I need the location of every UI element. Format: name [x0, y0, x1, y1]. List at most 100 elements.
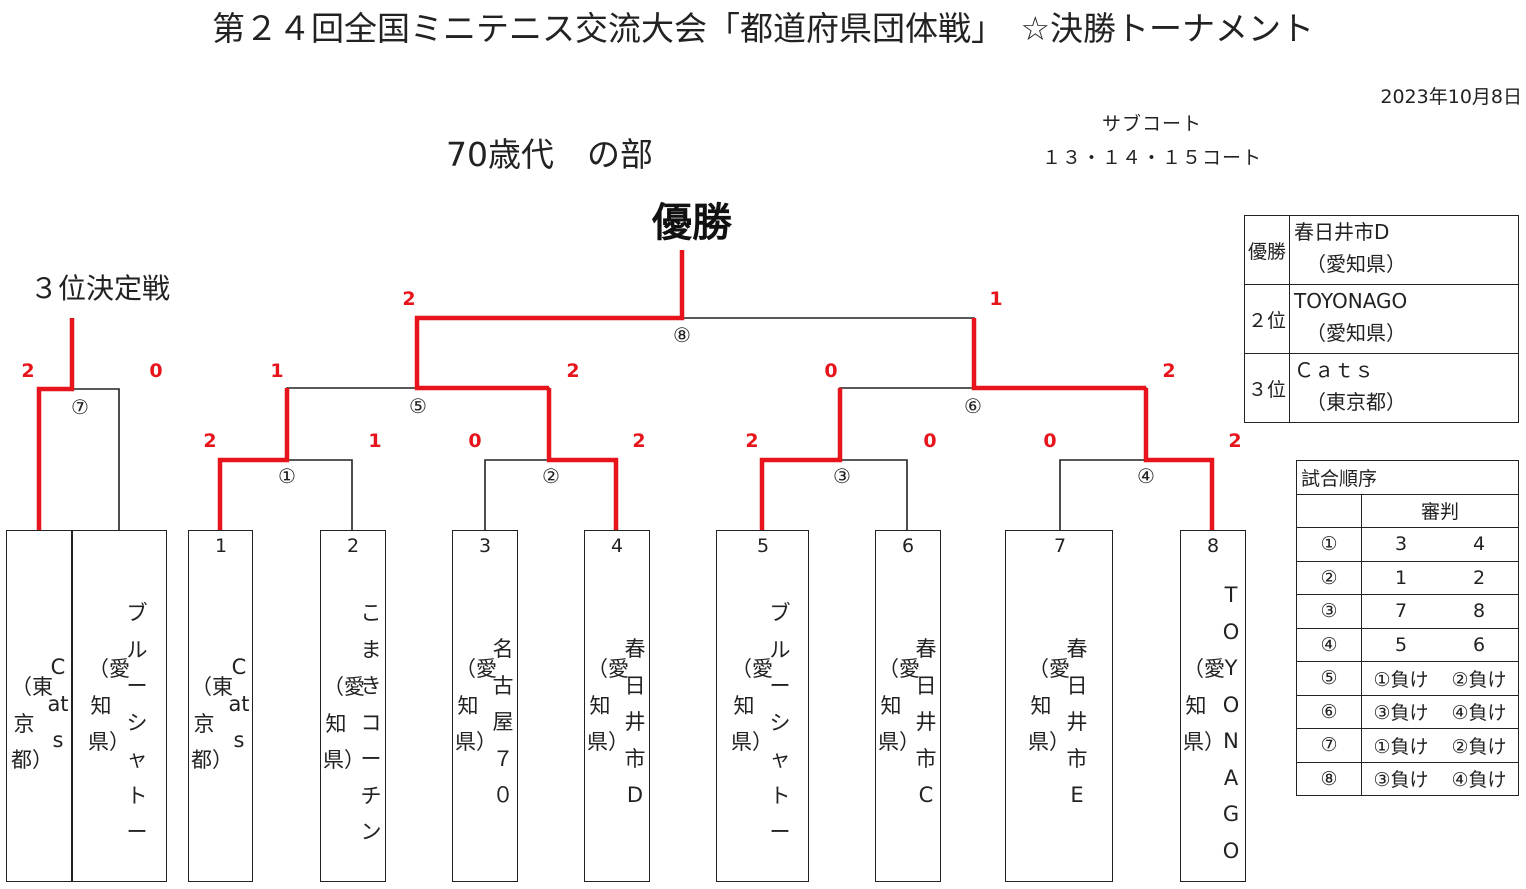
- order-match: ①: [1296, 527, 1362, 562]
- third-place-heading: ３位決定戦: [30, 272, 171, 305]
- result-team: TOYONAGO: [1294, 289, 1408, 313]
- m5-right-score: 2: [566, 360, 580, 382]
- team-pref: （愛知県）: [1028, 657, 1070, 754]
- team-box-2: 2 （愛知県） こまきコーチン: [320, 530, 386, 882]
- result-team: Ｃａｔｓ: [1294, 358, 1374, 382]
- team-name: ブルーシャトー: [126, 601, 148, 844]
- match-label-5: ⑤: [409, 394, 427, 418]
- order-row: ⑥ ③負け ④負け: [1296, 694, 1519, 729]
- order-ref-b: 2: [1440, 560, 1519, 595]
- order-ref-a: ①負け: [1361, 661, 1440, 696]
- m7-left-score: 2: [21, 360, 35, 382]
- team-pref: （愛知県）: [878, 657, 920, 754]
- team-pref: （東京都）: [191, 675, 233, 772]
- order-match: ②: [1296, 560, 1362, 595]
- order-referee-header: 審判: [1361, 493, 1519, 528]
- order-ref-b: ②負け: [1440, 728, 1519, 763]
- order-match: ④: [1296, 627, 1362, 662]
- match-label-1: ①: [278, 464, 296, 488]
- m8-right-score: 1: [989, 288, 1003, 310]
- m3-left-score: 2: [745, 430, 759, 452]
- order-row: ③ 7 8: [1296, 594, 1519, 629]
- result-row-2: ２位 TOYONAGO （愛知県）: [1244, 284, 1519, 354]
- team-name: Cats: [228, 655, 250, 752]
- team-seed: 1: [214, 535, 228, 557]
- match-order-table: 試合順序 審判 ① 3 4 ② 1 2 ③ 7 8 ④ 5 6 ⑤ ①負け ②負…: [1296, 460, 1519, 796]
- team-seed: 8: [1206, 535, 1220, 557]
- team-seed: 3: [478, 535, 492, 557]
- m2-left-score: 0: [468, 430, 482, 452]
- m4-left-score: 0: [1043, 430, 1057, 452]
- team-box-1: 1 （東京都） Cats: [188, 530, 253, 882]
- team-seed: 2: [346, 535, 360, 557]
- champion-heading: 優勝: [652, 200, 732, 246]
- order-header-blank: [1296, 493, 1362, 528]
- order-match: ⑧: [1296, 761, 1362, 796]
- m1-right-score: 1: [368, 430, 382, 452]
- third-place-team-box-1: （東京都） Cats: [6, 530, 73, 882]
- result-rank: 優勝: [1244, 215, 1290, 285]
- result-row-1: 優勝 春日井市D （愛知県）: [1244, 215, 1519, 285]
- m2-right-score: 2: [632, 430, 646, 452]
- order-match: ③: [1296, 594, 1362, 629]
- result-cell: TOYONAGO （愛知県）: [1289, 284, 1519, 354]
- order-ref-a: 5: [1361, 627, 1440, 662]
- result-rank: ３位: [1244, 353, 1290, 423]
- team-name: こまきコーチン: [360, 601, 382, 844]
- order-ref-a: ③負け: [1361, 694, 1440, 729]
- m5-left-score: 1: [270, 360, 284, 382]
- team-box-4: 4 （愛知県） 春日井市D: [584, 530, 650, 882]
- result-cell: Ｃａｔｓ （東京都）: [1289, 353, 1519, 423]
- team-pref: （愛知県）: [88, 657, 130, 754]
- team-seed: 6: [901, 535, 915, 557]
- team-box-7: 7 （愛知県） 春日井市E: [1005, 530, 1113, 882]
- team-name: ブルーシャトー: [769, 601, 791, 844]
- m1-left-score: 2: [203, 430, 217, 452]
- division-label: 70歳代 の部: [446, 135, 653, 174]
- result-team: 春日井市D: [1294, 220, 1390, 244]
- order-row: ④ 5 6: [1296, 627, 1519, 662]
- result-rank: ２位: [1244, 284, 1290, 354]
- match-label-2: ②: [542, 464, 560, 488]
- team-pref: （東京都）: [11, 675, 53, 772]
- order-row: ② 1 2: [1296, 560, 1519, 595]
- result-pref: （愛知県）: [1306, 321, 1406, 345]
- team-name: 春日井市D: [624, 637, 646, 807]
- team-seed: 5: [756, 535, 770, 557]
- team-name: 春日井市E: [1066, 637, 1088, 807]
- m7-right-score: 0: [149, 360, 163, 382]
- m3-right-score: 0: [923, 430, 937, 452]
- third-place-team-box-2: （愛知県） ブルーシャトー: [71, 530, 167, 882]
- match-label-8: ⑧: [673, 323, 691, 347]
- m6-left-score: 0: [824, 360, 838, 382]
- order-ref-b: 8: [1440, 594, 1519, 629]
- team-seed: 7: [1053, 535, 1067, 557]
- order-row: ⑧ ③負け ④負け: [1296, 761, 1519, 796]
- event-date: 2023年10月8日: [1380, 86, 1522, 108]
- order-ref-b: ④負け: [1440, 761, 1519, 796]
- team-box-6: 6 （愛知県） 春日井市C: [875, 530, 941, 882]
- order-match: ⑥: [1296, 694, 1362, 729]
- team-name: 春日井市C: [915, 637, 937, 807]
- order-row: ⑦ ①負け ②負け: [1296, 728, 1519, 763]
- order-ref-a: ③負け: [1361, 761, 1440, 796]
- order-ref-b: ④負け: [1440, 694, 1519, 729]
- m8-left-score: 2: [402, 288, 416, 310]
- team-pref: （愛知県）: [323, 675, 365, 772]
- match-label-3: ③: [833, 464, 851, 488]
- order-ref-a: ①負け: [1361, 728, 1440, 763]
- team-seed: 4: [610, 535, 624, 557]
- order-ref-b: ②負け: [1440, 661, 1519, 696]
- match-label-6: ⑥: [964, 394, 982, 418]
- results-table: 優勝 春日井市D （愛知県） ２位 TOYONAGO （愛知県） ３位 Ｃａｔｓ…: [1244, 215, 1519, 423]
- team-box-3: 3 （愛知県） 名古屋７０: [452, 530, 518, 882]
- order-match: ⑦: [1296, 728, 1362, 763]
- team-box-8: 8 （愛知県） TOYONAGO: [1180, 530, 1246, 882]
- match-label-4: ④: [1137, 464, 1155, 488]
- order-title: 試合順序: [1296, 460, 1519, 495]
- order-ref-a: 3: [1361, 527, 1440, 562]
- result-pref: （愛知県）: [1306, 252, 1406, 276]
- order-match: ⑤: [1296, 661, 1362, 696]
- subcourt-label: サブコート: [1102, 113, 1203, 135]
